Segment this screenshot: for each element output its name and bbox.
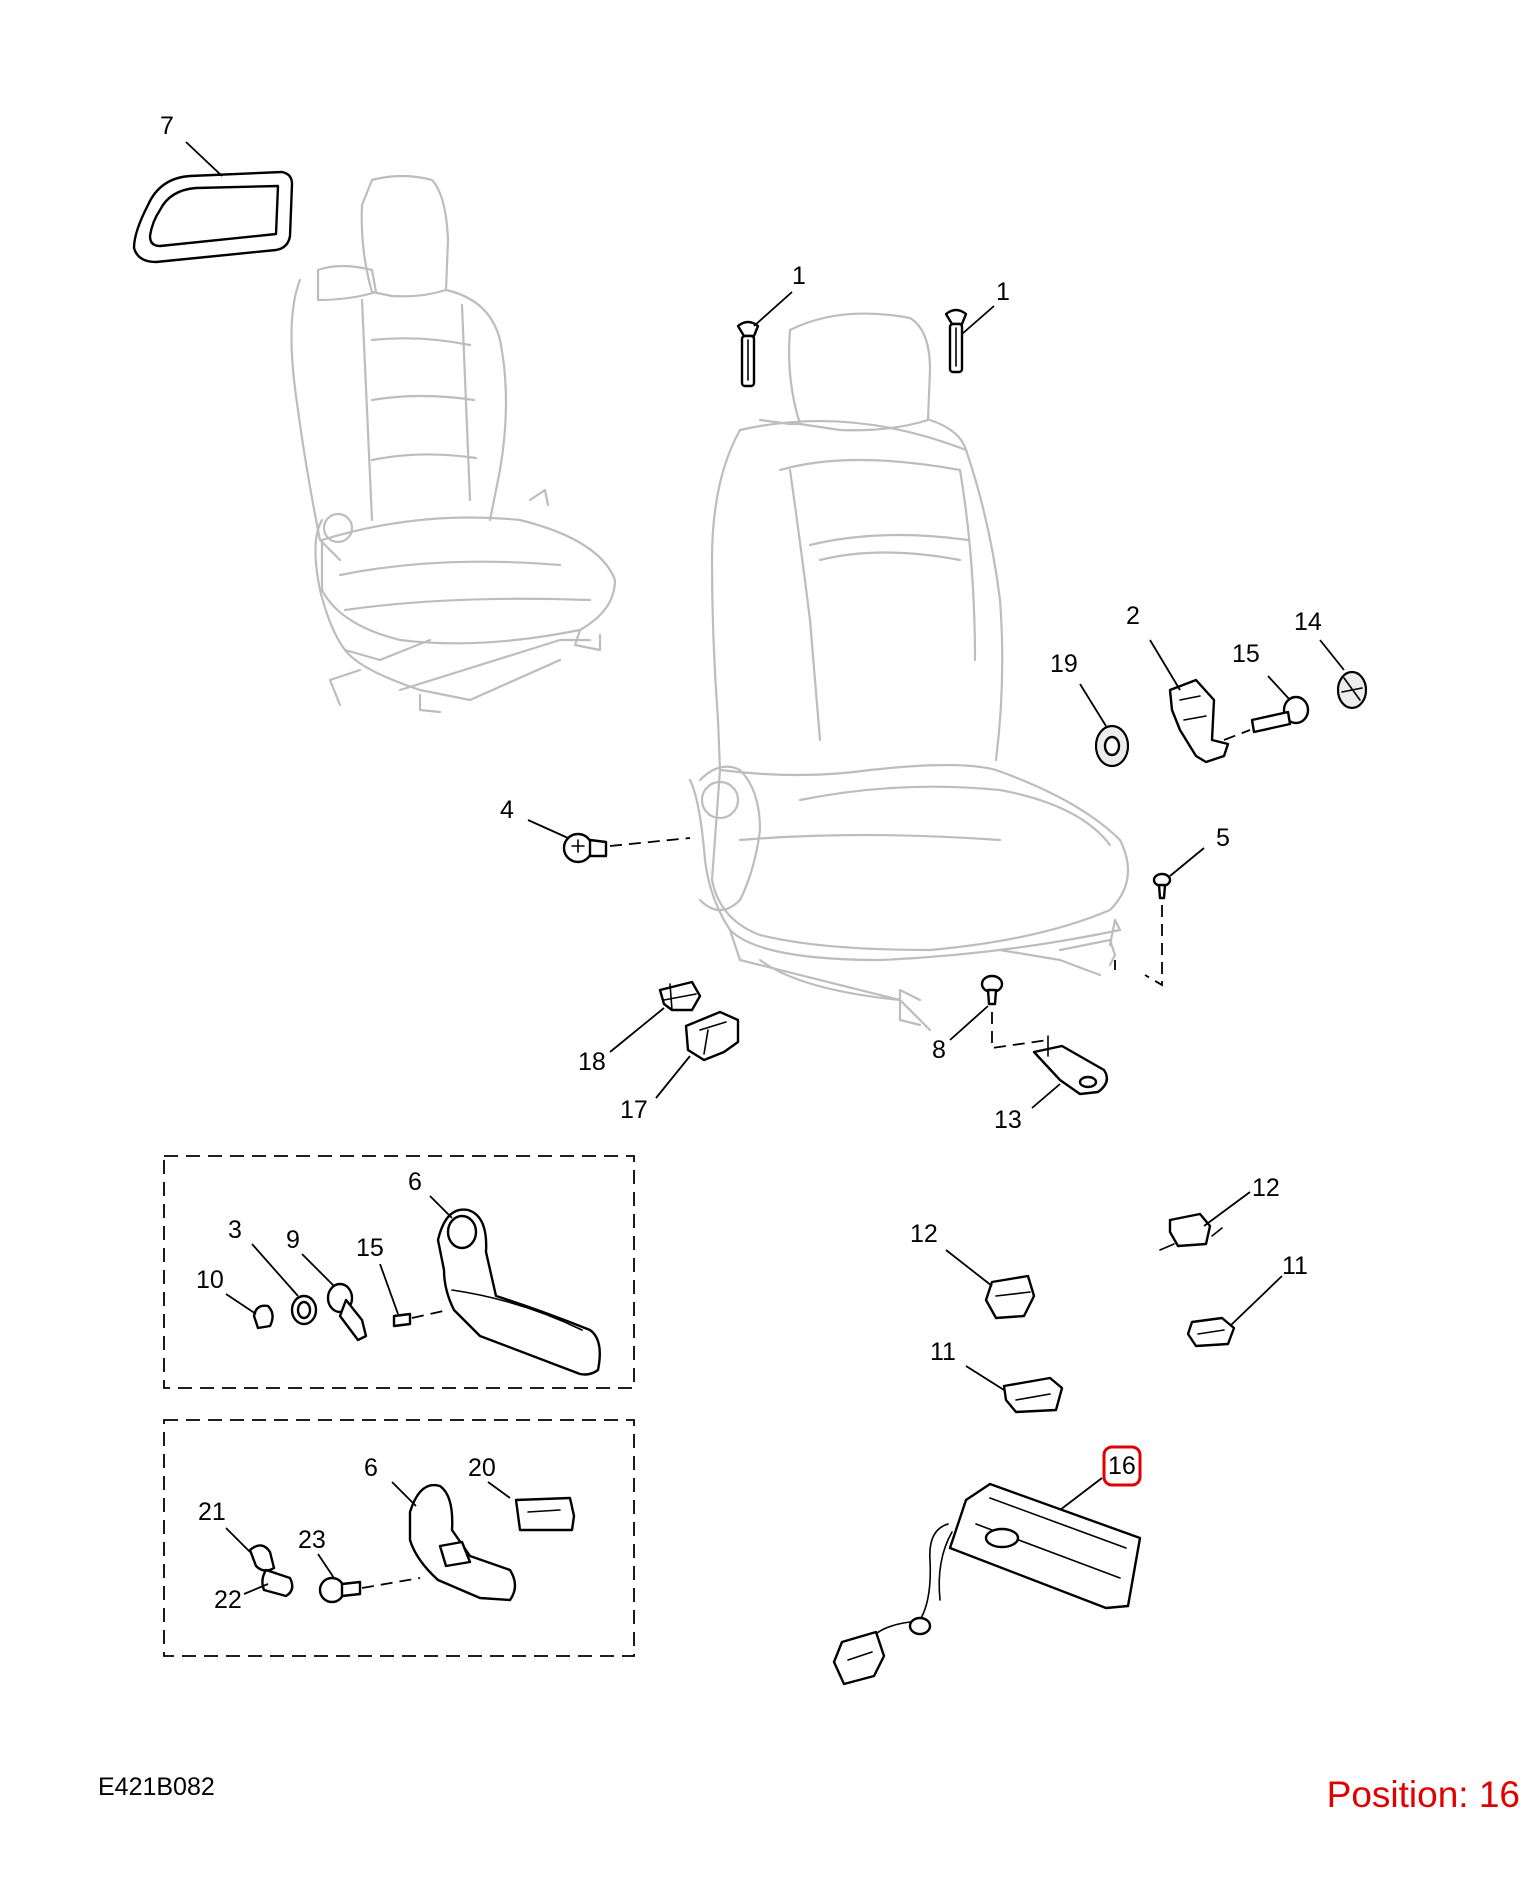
- callout-16: 16: [1108, 1452, 1136, 1480]
- part-14-knob: [1336, 670, 1368, 710]
- callout-20: 20: [468, 1454, 496, 1482]
- callout-19: 19: [1050, 650, 1078, 678]
- callout-8: 8: [932, 1036, 946, 1064]
- callout-3: 3: [228, 1216, 242, 1244]
- callout-18: 18: [578, 1048, 606, 1076]
- part-1-guide-left: [736, 320, 760, 388]
- variant-box-2: [163, 1419, 635, 1657]
- part-13-plate: [1032, 1035, 1109, 1096]
- part-10-clip: [252, 1304, 274, 1330]
- callout-17: 17: [620, 1096, 648, 1124]
- part-6-side-trim-lower: [408, 1483, 517, 1602]
- part-6-side-trim-upper: [436, 1208, 601, 1376]
- callout-10: 10: [196, 1266, 224, 1294]
- variant-box-1: [163, 1155, 635, 1389]
- callout-labels: 7 1 1 2 14 15 19 4 5 8 13 18 17 6 3 9 15…: [160, 112, 1322, 1614]
- highlight-marker: [1102, 1445, 1142, 1487]
- callout-4: 4: [500, 796, 514, 824]
- callout-1: 1: [996, 278, 1010, 306]
- part-22-knob: [261, 1568, 294, 1598]
- part-15-screw-lower: [392, 1309, 449, 1328]
- part-15-bolt-upper: [1223, 695, 1310, 741]
- part-9-lever: [326, 1282, 368, 1342]
- part-21-knob: [248, 1544, 276, 1572]
- small-seat-illustration: [290, 174, 617, 714]
- callout-6: 6: [364, 1454, 378, 1482]
- callout-1: 1: [792, 262, 806, 290]
- callout-11: 11: [930, 1338, 956, 1366]
- part-19-washer: [1094, 724, 1130, 768]
- part-17-clip: [684, 1010, 740, 1062]
- callout-15: 15: [1232, 640, 1260, 668]
- part-18-clip: [658, 980, 702, 1012]
- part-12-clip-right: [1159, 1212, 1223, 1251]
- callout-15: 15: [356, 1234, 384, 1262]
- callout-14: 14: [1294, 608, 1322, 636]
- callout-12: 12: [910, 1220, 938, 1248]
- callout-23: 23: [298, 1526, 326, 1554]
- leader-lines: [185, 141, 1345, 1595]
- part-3-bushing: [290, 1294, 318, 1326]
- part-11-clip-right: [1186, 1316, 1236, 1348]
- drawing-reference-id: E421B082: [98, 1773, 215, 1801]
- part-8-bolt: [980, 974, 1049, 1050]
- part-4-bolt: [562, 832, 691, 864]
- callout-13: 13: [994, 1106, 1022, 1134]
- selected-position-label: Position: 16: [1326, 1774, 1520, 1815]
- part-11-clip-left: [1002, 1376, 1064, 1414]
- part-5-screw: [1114, 872, 1172, 987]
- callout-22: 22: [214, 1586, 242, 1614]
- part-2-bracket: [1168, 678, 1230, 764]
- large-seat-illustration: [688, 312, 1130, 1032]
- part-7-ring: [132, 170, 294, 264]
- callout-2: 2: [1126, 602, 1140, 630]
- callout-9: 9: [286, 1226, 300, 1254]
- part-16-sensor-mat: [832, 1482, 1142, 1686]
- part-23-bolt: [318, 1576, 421, 1604]
- part-1-guide-right: [944, 308, 968, 374]
- callout-7: 7: [160, 112, 174, 140]
- callout-6: 6: [408, 1168, 422, 1196]
- callout-21: 21: [198, 1498, 226, 1526]
- part-20-switch: [514, 1496, 576, 1532]
- callout-11: 11: [1282, 1252, 1308, 1280]
- callout-12: 12: [1252, 1174, 1280, 1202]
- part-12-clip-left: [984, 1274, 1036, 1320]
- callout-5: 5: [1216, 824, 1230, 852]
